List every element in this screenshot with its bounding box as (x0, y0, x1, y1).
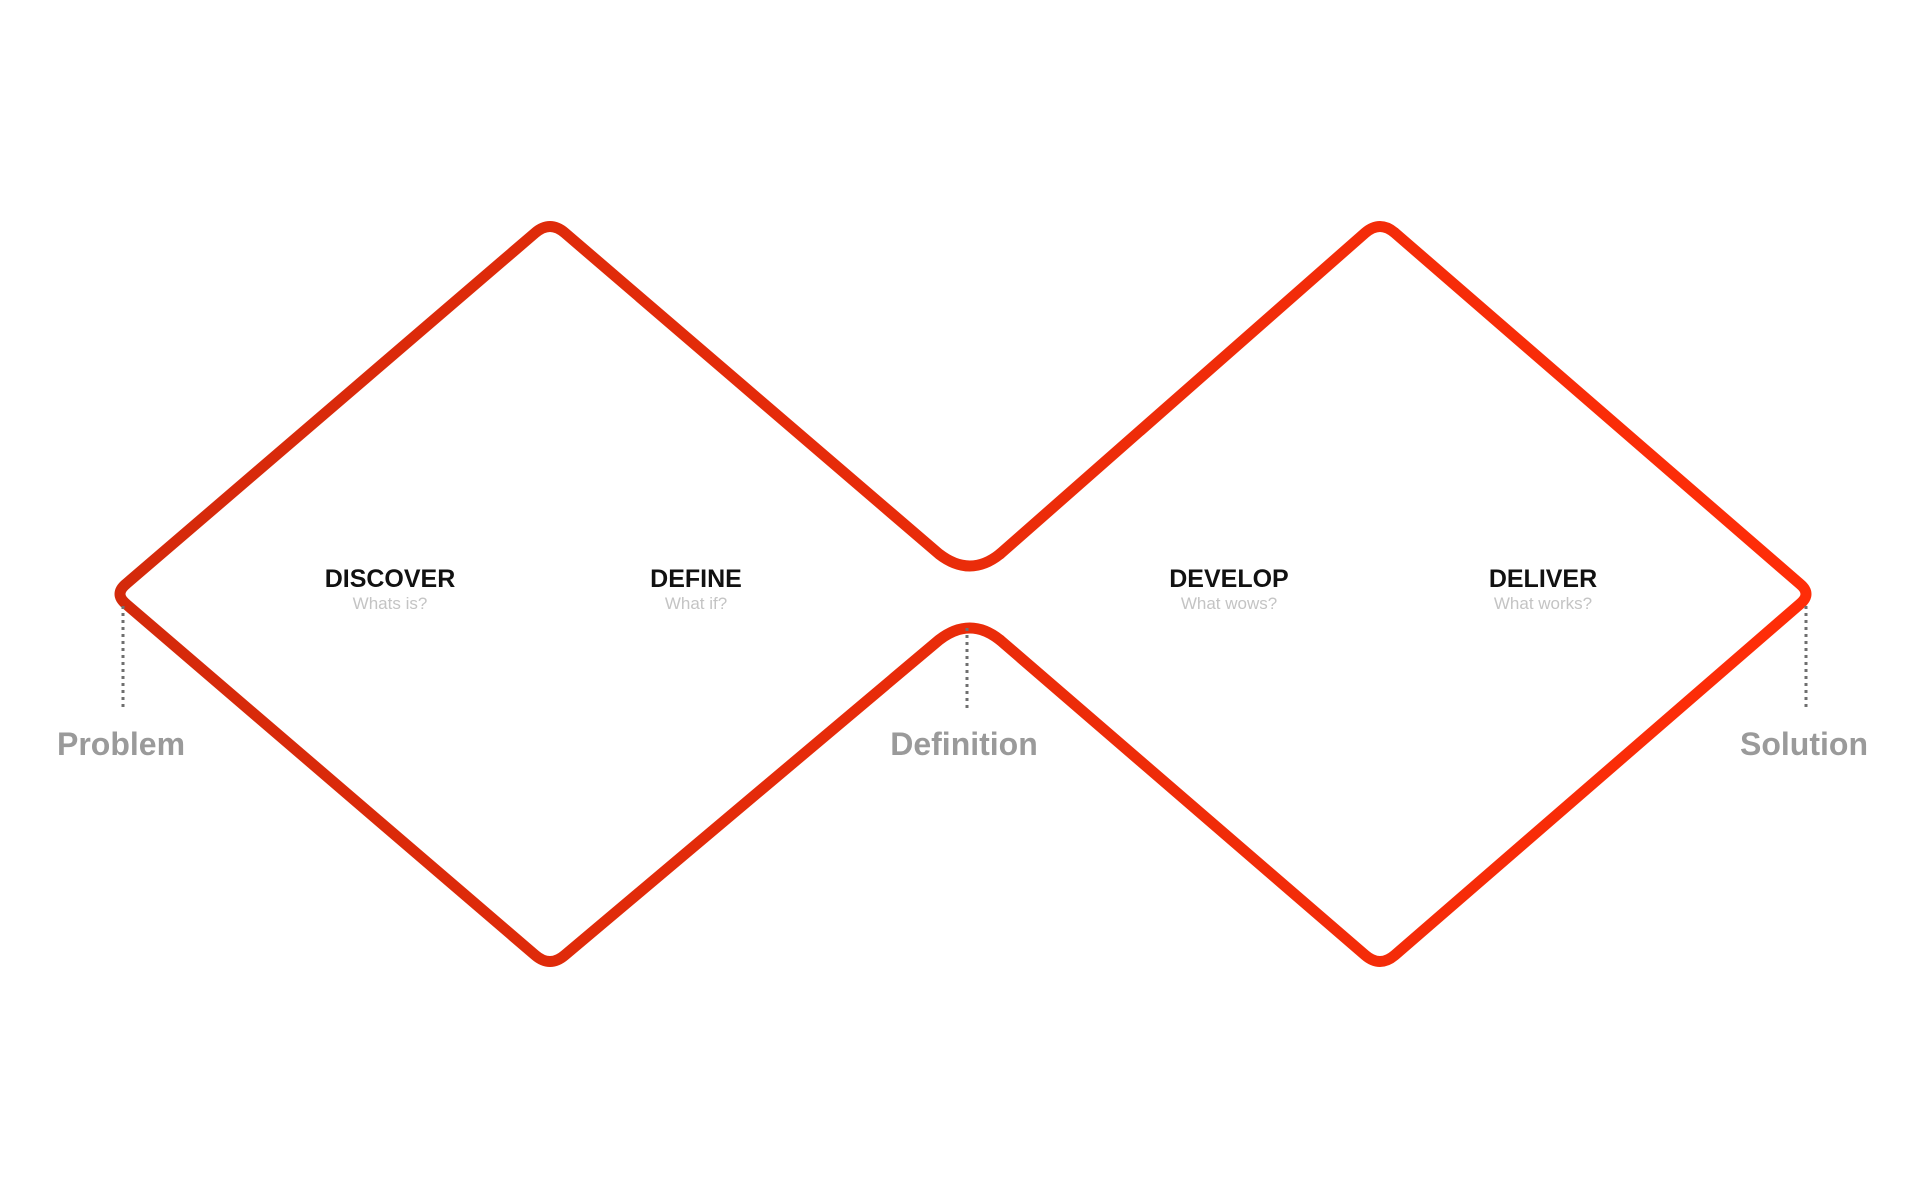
right-diamond-outline (994, 221, 1812, 967)
phase-question-define: What if? (665, 594, 727, 613)
phase-title-develop: DEVELOP (1169, 565, 1288, 593)
phase-title-define: DEFINE (650, 565, 742, 593)
phase-question-deliver: What works? (1494, 594, 1592, 613)
milestone-label-solution: Solution (1740, 726, 1868, 762)
left-diamond-outline (114, 221, 1006, 967)
phase-title-discover: DISCOVER (325, 565, 456, 593)
phase-question-develop: What wows? (1181, 594, 1277, 613)
phase-question-discover: Whats is? (353, 594, 428, 613)
phase-title-deliver: DELIVER (1489, 565, 1597, 593)
milestone-label-definition: Definition (890, 726, 1038, 762)
milestone-label-problem: Problem (57, 726, 185, 762)
